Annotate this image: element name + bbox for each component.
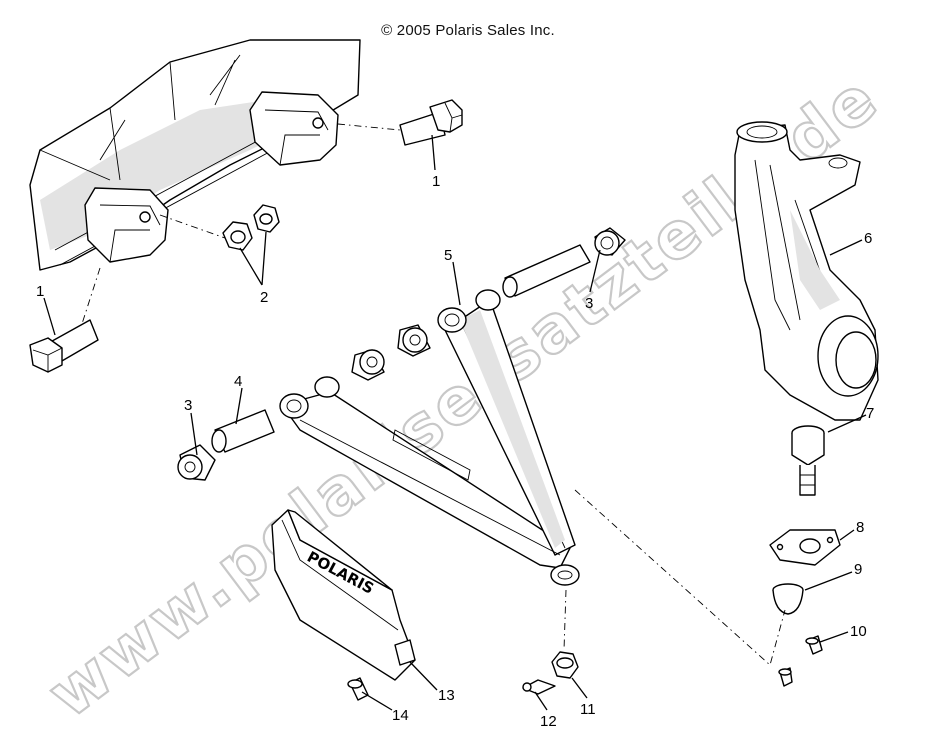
retainer-plate bbox=[769, 529, 841, 566]
joint-axis bbox=[574, 489, 786, 666]
callout-11: 11 bbox=[580, 701, 596, 718]
nut-axis bbox=[159, 214, 226, 239]
socket-axis bbox=[563, 589, 567, 651]
steering-knuckle bbox=[734, 121, 879, 421]
dust-cap bbox=[772, 583, 804, 615]
sleeve-and-bushing-left bbox=[177, 409, 275, 481]
skid-guard: POLARIS bbox=[271, 509, 416, 681]
leader-lines bbox=[43, 134, 867, 711]
callout-5: 5 bbox=[444, 247, 452, 264]
ball-joint bbox=[791, 425, 825, 496]
callout-1-lower: 1 bbox=[36, 283, 44, 300]
a-arm bbox=[279, 289, 580, 586]
flange-nuts bbox=[222, 204, 280, 251]
callout-8: 8 bbox=[856, 519, 864, 536]
frame-assembly bbox=[29, 39, 361, 271]
callout-14: 14 bbox=[392, 707, 409, 724]
callout-6: 6 bbox=[864, 230, 872, 247]
bushing-upper-right bbox=[502, 227, 626, 298]
callout-4: 4 bbox=[234, 373, 242, 390]
callout-3-left: 3 bbox=[184, 397, 192, 414]
callout-13: 13 bbox=[438, 687, 455, 704]
copyright-notice: © 2005 Polaris Sales Inc. bbox=[381, 22, 555, 39]
callout-2: 2 bbox=[260, 289, 268, 306]
bolt-lower bbox=[29, 319, 99, 373]
guard-screw bbox=[347, 677, 369, 701]
callout-3-right: 3 bbox=[585, 295, 593, 312]
callout-7: 7 bbox=[866, 405, 874, 422]
callout-10: 10 bbox=[850, 623, 867, 640]
bolt-upper bbox=[399, 99, 463, 146]
callout-12: 12 bbox=[540, 713, 557, 730]
cotter-pin bbox=[522, 679, 556, 695]
screws bbox=[778, 635, 823, 687]
bolt-axis-lower bbox=[79, 267, 101, 331]
castle-nut bbox=[551, 651, 579, 679]
callout-1-upper: 1 bbox=[432, 173, 440, 190]
bolt-axis-upper bbox=[337, 123, 401, 131]
callout-9: 9 bbox=[854, 561, 862, 578]
bushings-arm bbox=[351, 324, 431, 381]
